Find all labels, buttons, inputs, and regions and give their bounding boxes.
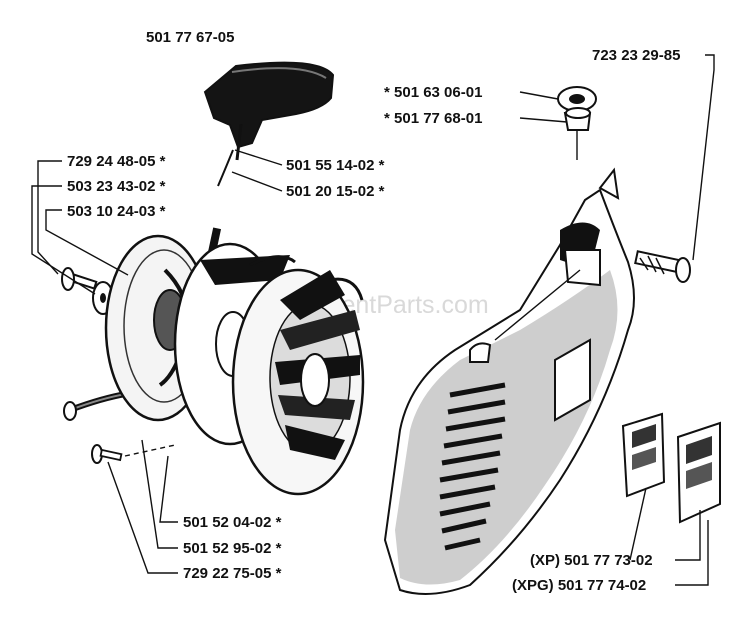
housing-screw [634, 250, 691, 283]
fan-wheel [231, 268, 365, 496]
label-cord: 501 20 15-02 * [286, 183, 385, 200]
leader-lines [31, 54, 715, 586]
label-handle: 501 55 14-02 * [286, 157, 385, 174]
label-decal-xpg: (XPG) 501 77 74-02 [512, 577, 646, 594]
decal-xp [621, 412, 666, 498]
starter-housing [383, 167, 635, 595]
label-handle-assembly: 501 77 67-05 [146, 29, 234, 46]
label-decal-xp: (XP) 501 77 73-02 [530, 552, 653, 569]
label-housing-screw: 723 23 29-85 [592, 47, 680, 64]
starter-handle [203, 61, 335, 187]
decal-xpg [676, 421, 721, 524]
label-cord-guide: * 501 77 68-01 [384, 110, 482, 127]
screw-upper [61, 267, 98, 291]
label-spring-cassette: 503 10 24-03 * [67, 203, 166, 220]
label-grommet: * 501 63 06-01 [384, 84, 482, 101]
housing-vent-slots [439, 382, 506, 551]
label-bushing: 501 52 95-02 * [183, 540, 282, 557]
screw-lower [91, 444, 176, 464]
label-screw-lower: 729 22 75-05 * [183, 565, 282, 582]
part-labels: 501 77 67-05 501 55 14-02 * 501 20 15-02… [67, 29, 680, 594]
label-screw-upper: 729 24 48-05 * [67, 153, 166, 170]
label-washer: 503 23 43-02 * [67, 178, 166, 195]
label-pulley: 501 52 04-02 * [183, 514, 282, 531]
cord-guide [563, 107, 592, 131]
